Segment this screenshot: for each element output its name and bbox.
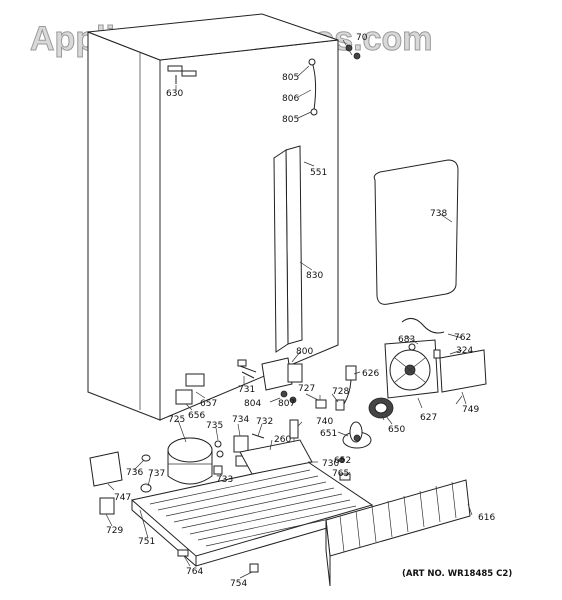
label-738: 738 bbox=[430, 209, 447, 219]
center-mullion-part bbox=[273, 145, 315, 353]
label-762: 762 bbox=[454, 333, 471, 343]
fan-blade-part bbox=[342, 421, 372, 449]
label-728: 728 bbox=[332, 387, 349, 397]
label-725: 725 bbox=[168, 415, 185, 425]
label-830: 830 bbox=[306, 271, 323, 281]
hinge-part bbox=[342, 39, 361, 60]
rear-grille-part bbox=[325, 479, 471, 587]
grommet-parts bbox=[140, 454, 152, 493]
label-729: 729 bbox=[106, 526, 123, 536]
label-730: 730 bbox=[322, 459, 339, 469]
label-805-bottom: 805 bbox=[282, 115, 299, 125]
art-number: (ART NO. WR18485 C2) bbox=[402, 569, 512, 579]
label-749: 749 bbox=[462, 405, 479, 415]
callout-lines bbox=[105, 85, 473, 579]
capacitor-part bbox=[99, 497, 115, 515]
label-807: 807 bbox=[278, 399, 295, 409]
label-657: 657 bbox=[200, 399, 217, 409]
label-551: 551 bbox=[310, 168, 327, 178]
label-652: 652 bbox=[334, 456, 351, 466]
defrost-control-part bbox=[261, 357, 303, 404]
label-804: 804 bbox=[244, 399, 261, 409]
label-736: 736 bbox=[126, 468, 143, 478]
label-650: 650 bbox=[388, 425, 405, 435]
label-626: 626 bbox=[362, 369, 379, 379]
label-805-top: 805 bbox=[282, 73, 299, 83]
label-731: 731 bbox=[238, 385, 255, 395]
drain-clip-part bbox=[315, 395, 327, 409]
water-tube-part bbox=[297, 58, 318, 119]
label-747: 747 bbox=[114, 493, 131, 503]
label-630: 630 bbox=[166, 89, 183, 99]
condenser-fan-assembly bbox=[384, 339, 439, 399]
label-324: 324 bbox=[456, 346, 473, 356]
label-735: 735 bbox=[206, 421, 223, 431]
label-70: 70 bbox=[356, 33, 368, 43]
compressor-part bbox=[167, 437, 213, 485]
terminal-cover-part bbox=[89, 451, 123, 487]
label-616: 616 bbox=[478, 513, 495, 523]
label-740: 740 bbox=[316, 417, 333, 427]
relay-clip-part bbox=[237, 359, 257, 379]
label-683: 683 bbox=[398, 335, 415, 345]
label-727: 727 bbox=[298, 384, 315, 394]
bracket-657-part bbox=[175, 373, 205, 405]
label-751: 751 bbox=[138, 537, 155, 547]
label-733: 733 bbox=[216, 475, 233, 485]
label-732: 732 bbox=[256, 417, 273, 427]
label-764: 764 bbox=[186, 567, 203, 577]
label-806: 806 bbox=[282, 94, 299, 104]
fan-bracket-part bbox=[408, 343, 441, 359]
label-656: 656 bbox=[188, 411, 205, 421]
small-screws-parts bbox=[177, 457, 351, 573]
part-number-labels: 70 630 805 806 805 551 738 830 762 683 3… bbox=[106, 33, 495, 589]
label-734: 734 bbox=[232, 415, 249, 425]
heater-loop-part bbox=[373, 159, 459, 305]
control-board-part bbox=[439, 349, 487, 405]
drain-tube-part bbox=[401, 318, 463, 339]
fan-motor-part bbox=[368, 397, 394, 425]
label-651: 651 bbox=[320, 429, 337, 439]
label-737: 737 bbox=[148, 469, 165, 479]
label-627: 627 bbox=[420, 413, 437, 423]
label-765: 765 bbox=[332, 469, 349, 479]
label-754: 754 bbox=[230, 579, 247, 589]
label-260: 260 bbox=[274, 435, 291, 445]
label-800: 800 bbox=[296, 347, 313, 357]
top-bracket-part bbox=[167, 65, 197, 84]
